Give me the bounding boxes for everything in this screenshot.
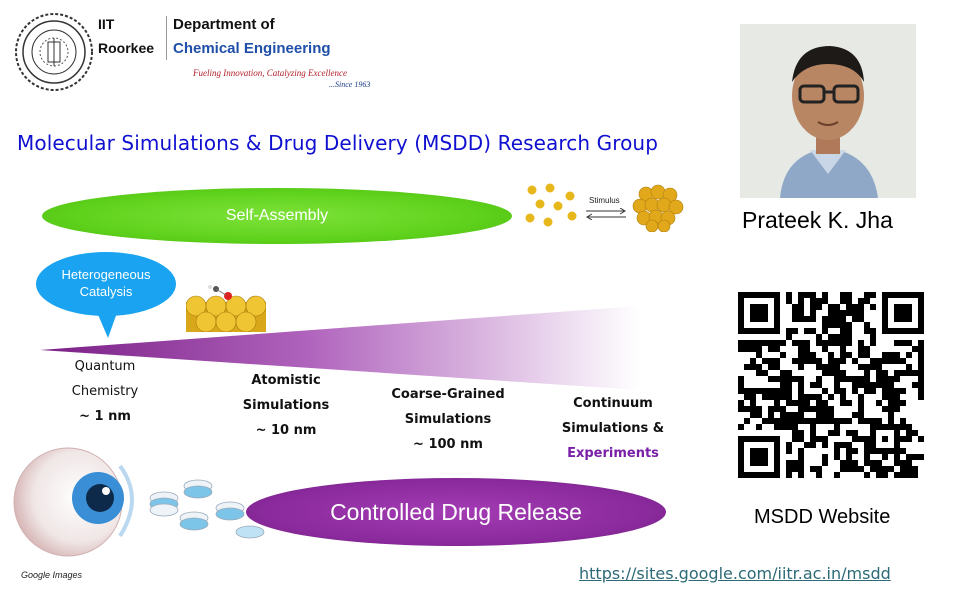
atomistic-size: ~ 10 nm <box>255 423 317 438</box>
pills-icon <box>146 474 268 544</box>
scale-continuum: Continuum Simulations & Experiments <box>548 391 678 466</box>
scale-atomistic: Atomistic Simulations ~ 10 nm <box>226 368 346 443</box>
roorkee-text: Roorkee <box>98 40 155 56</box>
catalyst-surface-icon <box>185 284 267 333</box>
scale-quantum: Quantum Chemistry ~ 1 nm <box>50 354 160 429</box>
atomistic-line1: Atomistic <box>251 373 321 388</box>
quantum-size: ~ 1 nm <box>79 409 131 424</box>
dept-line2: Chemical Engineering <box>173 40 331 57</box>
continuum-line2: Simulations & <box>561 421 665 436</box>
iit-text: IIT <box>98 16 115 32</box>
catalysis-line2: Catalysis <box>79 284 133 299</box>
qr-code-icon[interactable] <box>738 292 924 478</box>
quantum-line1: Quantum <box>74 359 136 374</box>
dept-line1: Department of <box>173 16 275 33</box>
self-assembly-ellipse: Self-Assembly <box>42 188 512 244</box>
length-scale-wedge <box>40 306 640 390</box>
catalysis-bubble: Heterogeneous Catalysis <box>36 252 180 342</box>
atomistic-line2: Simulations <box>242 398 330 413</box>
coarse-line1: Coarse-Grained <box>391 387 505 402</box>
catalysis-line1: Heterogeneous <box>61 267 151 282</box>
drug-release-ellipse: Controlled Drug Release <box>246 478 666 546</box>
aggregate-icon <box>632 184 684 233</box>
nanoparticles-icon <box>520 182 580 232</box>
google-images-credit: Google Images <box>21 570 83 580</box>
reversible-arrow-icon <box>584 207 628 221</box>
scale-coarse: Coarse-Grained Simulations ~ 100 nm <box>378 382 518 457</box>
continuum-line3: Experiments <box>567 446 659 461</box>
since-text: ...Since 1963 <box>329 80 371 89</box>
quantum-line2: Chemistry <box>71 384 139 399</box>
msdd-website-label: MSDD Website <box>754 506 891 528</box>
eye-icon <box>10 446 146 564</box>
coarse-line2: Simulations <box>404 412 492 427</box>
iit-roorkee-seal-icon <box>14 12 94 92</box>
drug-release-label: Controlled Drug Release <box>330 498 582 525</box>
stimulus-label: Stimulus <box>589 196 620 205</box>
self-assembly-label: Self-Assembly <box>225 207 329 224</box>
person-name: Prateek K. Jha <box>742 207 893 233</box>
page-title: Molecular Simulations & Drug Delivery (M… <box>17 131 659 155</box>
continuum-line1: Continuum <box>573 396 653 411</box>
profile-photo <box>740 24 916 198</box>
tagline: Fueling Innovation, Catalyzing Excellenc… <box>193 68 347 78</box>
header-divider <box>166 16 167 60</box>
coarse-size: ~ 100 nm <box>413 437 483 452</box>
website-url-link[interactable]: https://sites.google.com/iitr.ac.in/msdd <box>579 564 891 583</box>
